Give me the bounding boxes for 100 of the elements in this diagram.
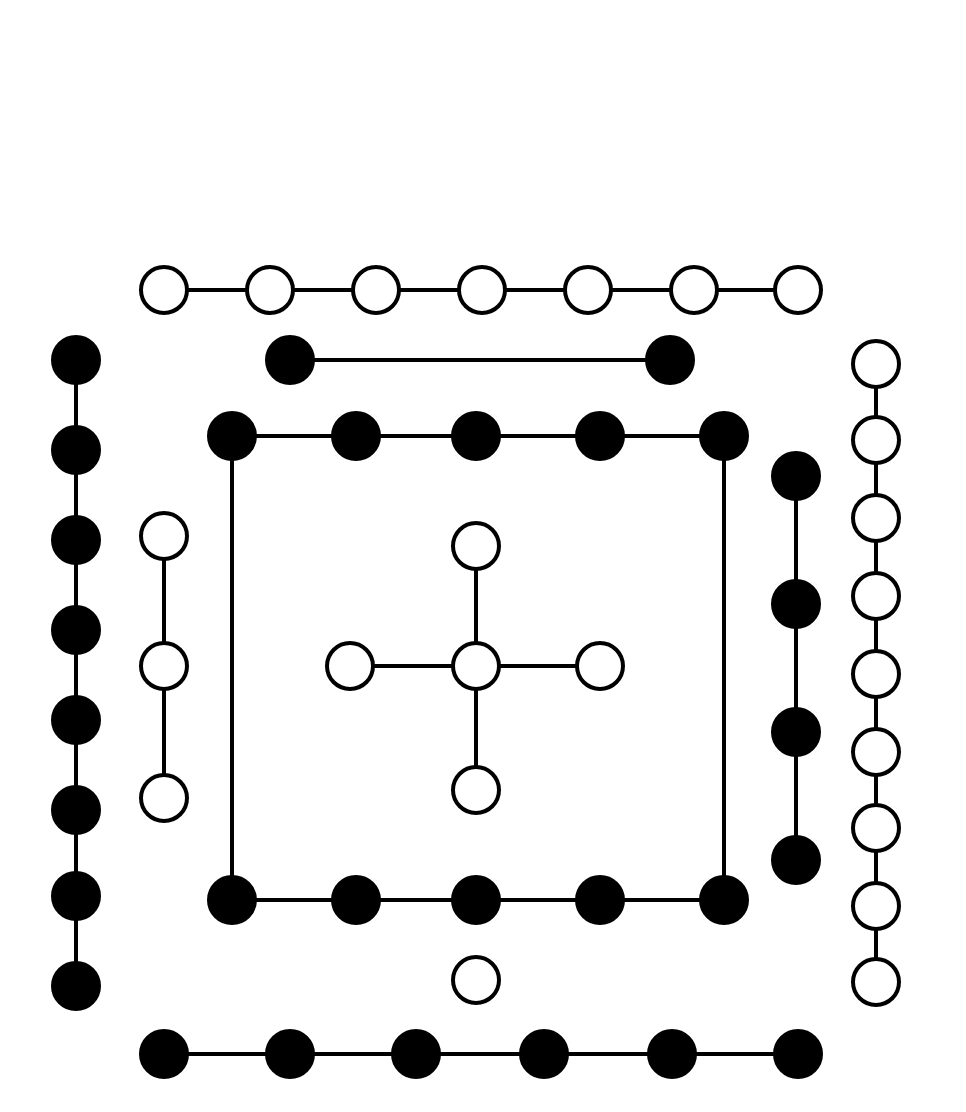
connector-line: [500, 664, 576, 668]
filled-dot: [771, 451, 821, 501]
connector-line: [874, 620, 878, 650]
connector-line: [568, 1052, 648, 1056]
hollow-dot: [351, 265, 401, 315]
hollow-dot: [139, 641, 189, 691]
hollow-dot: [851, 803, 901, 853]
connector-line: [162, 560, 166, 642]
hollow-dot: [851, 571, 901, 621]
filled-dot: [647, 1029, 697, 1079]
filled-dot: [575, 875, 625, 925]
hollow-dot: [851, 957, 901, 1007]
filled-dot: [51, 871, 101, 921]
connector-line: [74, 654, 78, 696]
connector-line: [722, 460, 726, 876]
filled-dot: [391, 1029, 441, 1079]
connector-line: [500, 898, 576, 902]
filled-dot: [207, 875, 257, 925]
hollow-dot: [851, 415, 901, 465]
filled-dot: [265, 1029, 315, 1079]
filled-dot: [699, 411, 749, 461]
hollow-dot: [851, 727, 901, 777]
filled-dot: [51, 785, 101, 835]
connector-line: [440, 1052, 520, 1056]
connector-line: [506, 288, 564, 292]
connector-line: [74, 744, 78, 786]
connector-line: [230, 460, 234, 876]
filled-dot: [771, 579, 821, 629]
connector-line: [874, 542, 878, 572]
connector-line: [612, 288, 670, 292]
connector-line: [474, 570, 478, 642]
filled-dot: [51, 961, 101, 1011]
connector-line: [718, 288, 774, 292]
hollow-dot: [563, 265, 613, 315]
filled-dot: [771, 835, 821, 885]
filled-dot: [519, 1029, 569, 1079]
hollow-dot: [451, 765, 501, 815]
hollow-dot: [851, 881, 901, 931]
filled-dot: [265, 335, 315, 385]
filled-dot: [645, 335, 695, 385]
connector-line: [874, 388, 878, 416]
hollow-dot: [851, 339, 901, 389]
filled-dot: [771, 707, 821, 757]
hollow-dot: [773, 265, 823, 315]
connector-line: [874, 852, 878, 882]
connector-line: [162, 690, 166, 774]
connector-line: [380, 898, 452, 902]
connector-line: [374, 664, 452, 668]
hollow-dot: [451, 955, 501, 1005]
connector-line: [500, 434, 576, 438]
connector-line: [380, 434, 452, 438]
connector-line: [794, 628, 798, 708]
filled-dot: [575, 411, 625, 461]
connector-line: [74, 834, 78, 872]
filled-dot: [51, 335, 101, 385]
hollow-dot: [851, 649, 901, 699]
filled-dot: [331, 411, 381, 461]
hollow-dot: [139, 265, 189, 315]
connector-line: [874, 698, 878, 728]
hollow-dot: [325, 641, 375, 691]
hollow-dot: [575, 641, 625, 691]
connector-line: [188, 288, 246, 292]
filled-dot: [51, 515, 101, 565]
hollow-dot: [451, 641, 501, 691]
connector-line: [794, 756, 798, 836]
connector-line: [74, 564, 78, 606]
connector-line: [474, 690, 478, 766]
filled-dot: [207, 411, 257, 461]
hollow-dot: [669, 265, 719, 315]
filled-dot: [51, 605, 101, 655]
connector-line: [294, 288, 352, 292]
connector-line: [400, 288, 458, 292]
connector-line: [256, 434, 332, 438]
connector-line: [874, 930, 878, 958]
connector-line: [696, 1052, 774, 1056]
connector-line: [874, 464, 878, 494]
filled-dot: [51, 425, 101, 475]
hollow-dot: [451, 521, 501, 571]
filled-dot: [331, 875, 381, 925]
hollow-dot: [139, 511, 189, 561]
hollow-dot: [851, 493, 901, 543]
connector-line: [624, 434, 700, 438]
connector-line: [794, 500, 798, 580]
connector-line: [314, 1052, 392, 1056]
filled-dot: [699, 875, 749, 925]
connector-line: [314, 358, 646, 362]
connector-line: [624, 898, 700, 902]
connector-line: [256, 898, 332, 902]
connector-line: [874, 776, 878, 804]
hollow-dot: [457, 265, 507, 315]
filled-dot: [139, 1029, 189, 1079]
filled-dot: [51, 695, 101, 745]
connector-line: [188, 1052, 266, 1056]
hollow-dot: [139, 773, 189, 823]
connector-line: [74, 920, 78, 962]
filled-dot: [451, 411, 501, 461]
filled-dot: [451, 875, 501, 925]
hollow-dot: [245, 265, 295, 315]
filled-dot: [773, 1029, 823, 1079]
connector-line: [74, 474, 78, 516]
